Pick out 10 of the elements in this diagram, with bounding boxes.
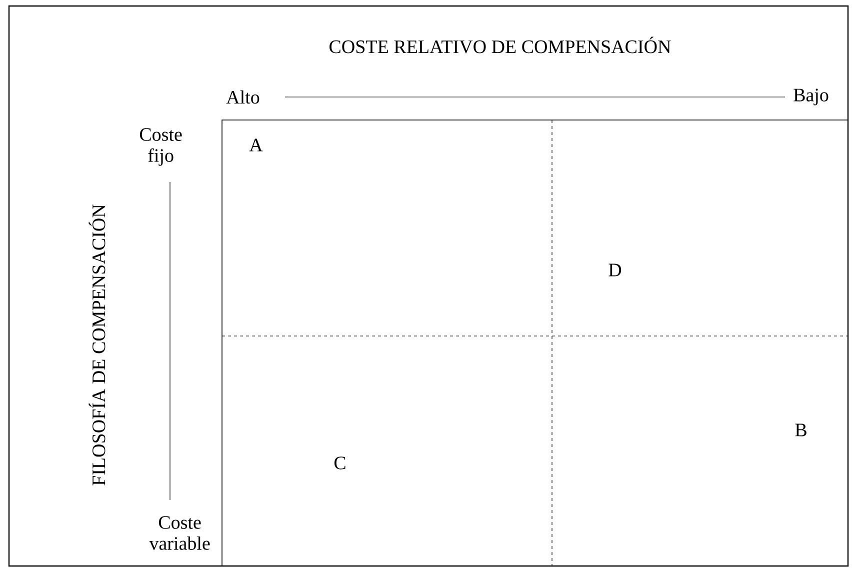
scale-end-label: Coste fijo	[140, 128, 182, 166]
quadrant-letter: D	[608, 264, 622, 276]
scale-end-label: Alto	[226, 90, 260, 104]
quadrant-letter: C	[334, 456, 346, 470]
axis-title: FILOSOFÍA DE COMPENSACIÓN	[88, 204, 106, 486]
scale-end-label: Bajo	[794, 88, 828, 106]
quadrant-letter: A	[249, 138, 263, 152]
scale-end-label: Coste variable	[149, 516, 210, 550]
quadrant-letter: B	[795, 424, 806, 436]
axis-title: COSTE RELATIVO DE COMPENSACIÓN	[330, 36, 671, 54]
